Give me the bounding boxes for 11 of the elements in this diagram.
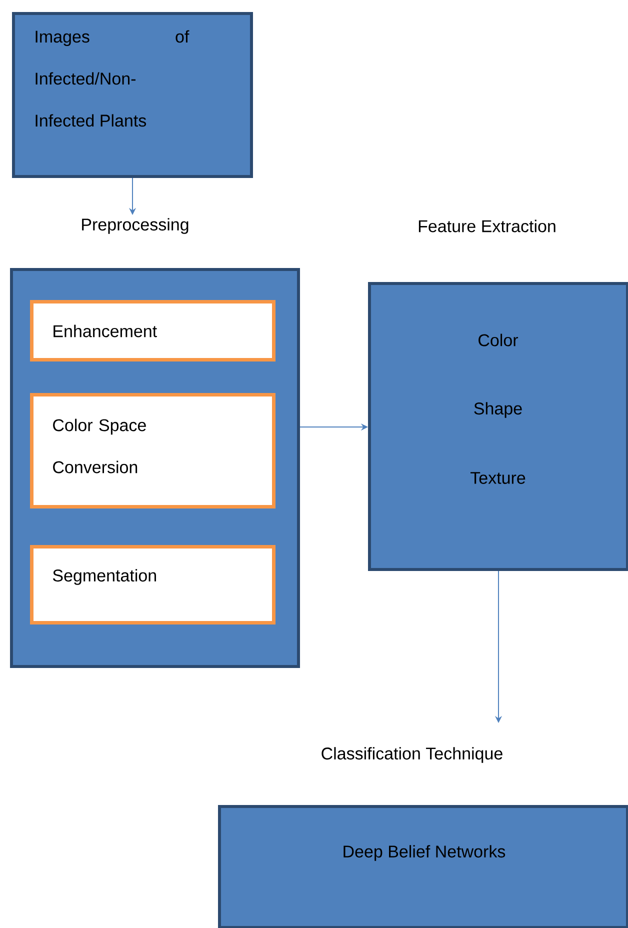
- heading-text: Classification Technique: [322, 747, 502, 763]
- heading-text: Feature Extraction: [418, 220, 556, 232]
- node-text: Deep Belief Networks: [344, 845, 506, 861]
- node-text: Color: [478, 334, 518, 346]
- node-text: Segmentation: [52, 569, 156, 585]
- node-text: Shape: [474, 402, 522, 418]
- node-text: Enhancement: [54, 324, 157, 338]
- node-text: Images of Infected/Non-Infected Plants: [36, 30, 190, 127]
- node-text: Texture: [470, 472, 526, 484]
- node-text: Color Space Conversion: [53, 418, 146, 474]
- heading-text: Preprocessing: [82, 218, 188, 234]
